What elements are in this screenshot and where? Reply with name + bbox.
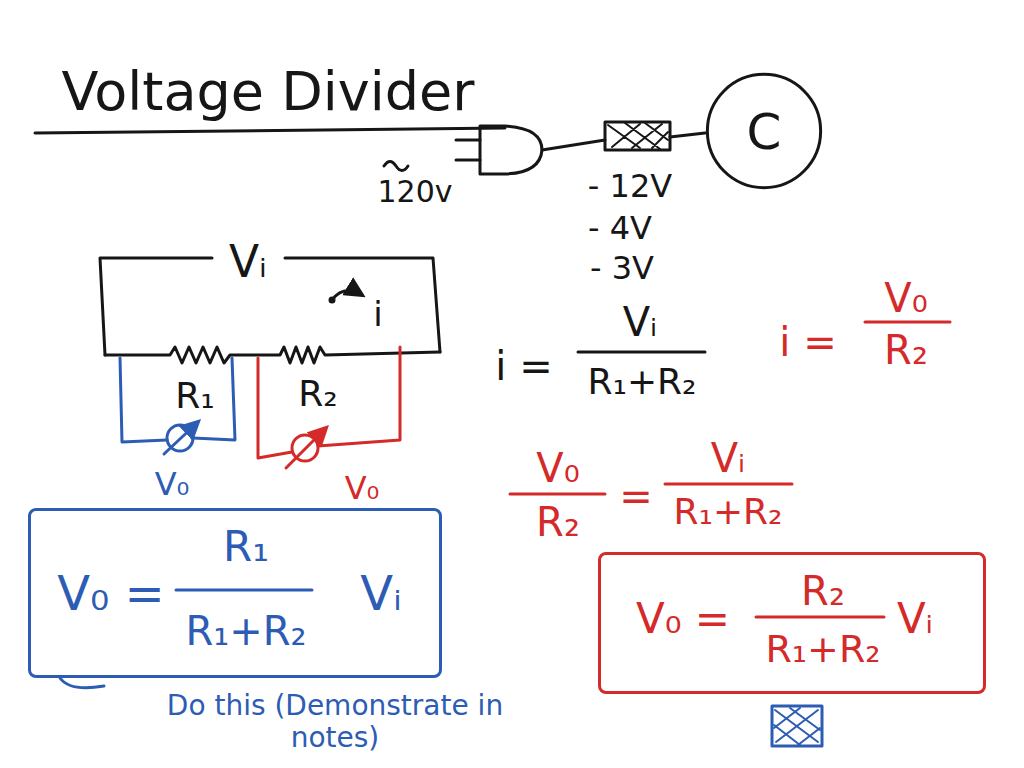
formula-term: R₂ bbox=[884, 330, 928, 370]
voltmeter-arrow bbox=[164, 422, 198, 454]
cord-wire bbox=[670, 133, 705, 137]
current-arrow bbox=[332, 291, 362, 300]
circuit-wire bbox=[100, 258, 212, 355]
formula-term: Vᵢ bbox=[711, 438, 746, 478]
diagram-title: Voltage Divider bbox=[62, 65, 475, 119]
formula-term: Vᵢ bbox=[897, 598, 933, 640]
meter-lead bbox=[120, 358, 167, 442]
resistor-label: R₂ bbox=[298, 376, 337, 412]
voltmeter-arrow bbox=[286, 428, 326, 468]
source-label: Vᵢ bbox=[229, 240, 267, 284]
formula-term: i = bbox=[495, 346, 552, 386]
fraction-bar bbox=[756, 616, 884, 619]
adapter-hatch bbox=[608, 123, 668, 149]
fraction-bar bbox=[510, 493, 605, 496]
scribble-box bbox=[772, 706, 822, 746]
formula-term: = bbox=[619, 476, 653, 516]
formula-term: V₀ = bbox=[57, 569, 165, 617]
fraction-bar bbox=[578, 351, 705, 354]
formula-term: R₂ bbox=[801, 571, 845, 611]
circle-outline bbox=[707, 74, 820, 187]
formula-term: V₀ = bbox=[636, 598, 730, 640]
resistor-symbol bbox=[105, 347, 440, 363]
voltage-label: 120v bbox=[377, 177, 452, 207]
meter-lead bbox=[258, 358, 292, 458]
resistor-label: R₁ bbox=[175, 378, 214, 414]
formula-term: R₁+R₂ bbox=[673, 494, 782, 530]
device-circle: C bbox=[705, 72, 823, 190]
formula-term: Vᵢ bbox=[360, 569, 401, 617]
meter-label: V₀ bbox=[155, 468, 190, 500]
formula-term: R₁ bbox=[223, 526, 269, 568]
formula-term: i = bbox=[779, 322, 836, 362]
circuit-wire bbox=[285, 258, 440, 352]
device-label: C bbox=[747, 107, 782, 157]
fraction-bar bbox=[665, 483, 792, 486]
voltage-option: - 12V bbox=[588, 170, 672, 202]
handwritten-note: Do this (Demonstrate in notes) bbox=[130, 690, 540, 754]
formula-term: R₁+R₂ bbox=[587, 364, 696, 400]
scribble-hatch bbox=[774, 708, 820, 745]
plug-body bbox=[480, 126, 542, 174]
formula-term: R₂ bbox=[536, 502, 580, 542]
plug-prongs bbox=[456, 140, 480, 160]
bracket-tail bbox=[60, 678, 104, 688]
formula-box: V₀ = R₂ R₁+R₂ Vᵢ bbox=[598, 552, 986, 694]
adapter-box bbox=[605, 122, 670, 150]
fraction-bar bbox=[176, 589, 312, 592]
formula-term: R₁+R₂ bbox=[185, 611, 306, 651]
formula-term: V₀ bbox=[536, 448, 579, 488]
title-underline bbox=[35, 128, 505, 133]
cord-wire bbox=[542, 140, 605, 150]
meter-label: V₀ bbox=[345, 472, 380, 504]
formula-term: Vᵢ bbox=[623, 302, 658, 342]
formula-term: V₀ bbox=[884, 278, 927, 318]
current-label: i bbox=[373, 297, 382, 331]
voltage-option: - 3V bbox=[590, 252, 654, 284]
voltage-option: - 4V bbox=[588, 212, 652, 244]
ac-symbol bbox=[384, 162, 408, 171]
formula-box: V₀ = R₁ R₁+R₂ Vᵢ bbox=[28, 508, 442, 678]
fraction-bar bbox=[865, 321, 950, 324]
formula-term: R₁+R₂ bbox=[765, 630, 880, 668]
